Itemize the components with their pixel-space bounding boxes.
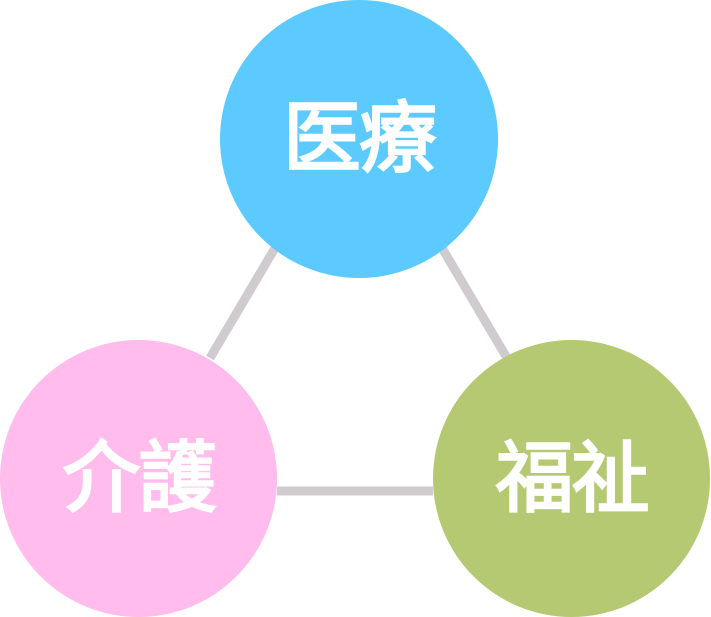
node-medical-label: 医療: [282, 93, 437, 184]
node-nursing-care: 介護: [0, 340, 277, 617]
node-nursing-care-label: 介護: [62, 432, 216, 524]
connector-top-left: [206, 245, 279, 361]
node-medical: 医療: [220, 0, 498, 278]
node-welfare: 福祉: [433, 340, 710, 617]
connector-top-right: [438, 245, 511, 361]
node-welfare-label: 福祉: [495, 432, 649, 524]
